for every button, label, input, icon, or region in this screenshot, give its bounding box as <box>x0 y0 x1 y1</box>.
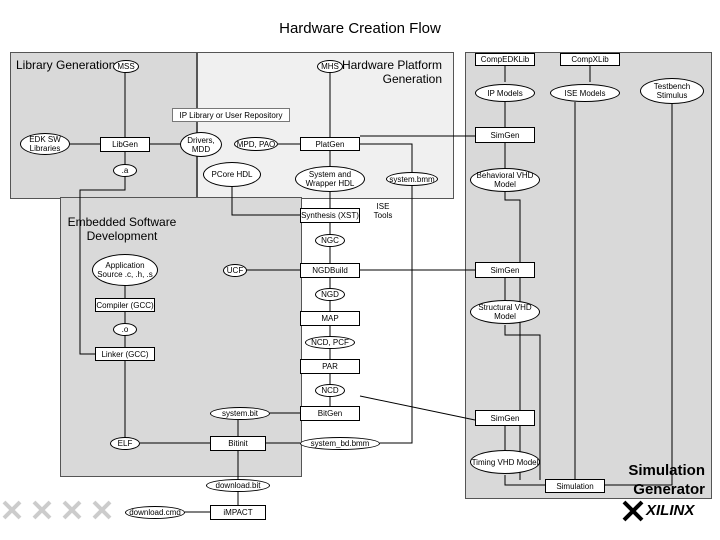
ucf-file: UCF <box>223 264 247 277</box>
simgen-structural-tool: SimGen <box>475 262 535 278</box>
structural-vhd-model: Structural VHD Model <box>470 300 540 324</box>
diagram-title: Hardware Creation Flow <box>279 20 441 37</box>
platgen-tool: PlatGen <box>300 137 360 151</box>
system-bit-file: system.bit <box>210 407 270 420</box>
application-source: Application Source .c, .h, .s <box>92 254 158 286</box>
download-cmd-file: download.cmd <box>125 506 185 519</box>
mhs-file: MHS <box>317 60 343 73</box>
download-bit-file: download.bit <box>206 479 270 492</box>
embedded-software-title: Embedded Software Development <box>67 215 177 243</box>
drivers-mdd: Drivers, MDD <box>180 132 222 157</box>
libgen-tool: LibGen <box>100 137 150 152</box>
hardware-platform-title: Hardware Platform Generation <box>341 58 442 86</box>
o-file: .o <box>113 323 137 336</box>
xilinx-logo: XILINX <box>622 500 712 522</box>
par-tool: PAR <box>300 359 360 374</box>
ise-tools-label: ISE Tools <box>373 202 393 220</box>
compedklib-tool: CompEDKLib <box>475 53 535 66</box>
elf-file: ELF <box>110 437 140 450</box>
ngdbuild-tool: NGDBuild <box>300 263 360 278</box>
timing-vhd-model: Timing VHD Model <box>470 450 540 474</box>
xilinx-logo-icon <box>622 500 644 522</box>
behavioral-vhd-model: Behavioral VHD Model <box>470 168 540 192</box>
decorative-x-pattern <box>0 498 120 522</box>
ip-models: IP Models <box>475 84 535 102</box>
ngd-file: NGD <box>315 288 345 301</box>
ngc-file: NGC <box>315 234 345 247</box>
simgen-timing-tool: SimGen <box>475 410 535 426</box>
impact-tool: iMPACT <box>210 505 266 520</box>
map-tool: MAP <box>300 311 360 326</box>
ise-models: ISE Models <box>550 84 620 102</box>
ncd-file: NCD <box>315 384 345 397</box>
library-generation-title: Library Generation <box>16 58 116 72</box>
compxlib-tool: CompXLib <box>560 53 620 66</box>
synthesis-xst-tool: Synthesis (XST) <box>300 208 360 223</box>
testbench-stimulus: Testbench Stimulus <box>640 78 704 104</box>
ncd-pcf-file: NCD, PCF <box>305 336 355 349</box>
bitgen-tool: BitGen <box>300 406 360 421</box>
library-generation-region <box>10 52 197 199</box>
xilinx-logo-text: XILINX <box>646 502 695 519</box>
mss-file: MSS <box>113 60 139 73</box>
compiler-gcc-tool: Compiler (GCC) <box>95 298 155 312</box>
bitinit-tool: Bitinit <box>210 436 266 451</box>
mpd-pao: MPD, PAO <box>234 137 278 151</box>
edk-sw-libraries: EDK SW Libraries <box>20 133 70 155</box>
simgen-behavioral-tool: SimGen <box>475 127 535 143</box>
ip-library-label: IP Library or User Repository <box>172 108 290 122</box>
system-bmm: system.bmm <box>386 172 438 186</box>
linker-gcc-tool: Linker (GCC) <box>95 347 155 361</box>
pcore-hdl: PCore HDL <box>203 162 261 187</box>
system-bd-bmm-file: system_bd.bmm <box>300 437 380 450</box>
simulation-tool: Simulation <box>545 479 605 493</box>
embedded-software-region <box>60 197 302 477</box>
a-file: .a <box>113 164 137 177</box>
system-wrapper-hdl: System and Wrapper HDL <box>295 166 365 192</box>
